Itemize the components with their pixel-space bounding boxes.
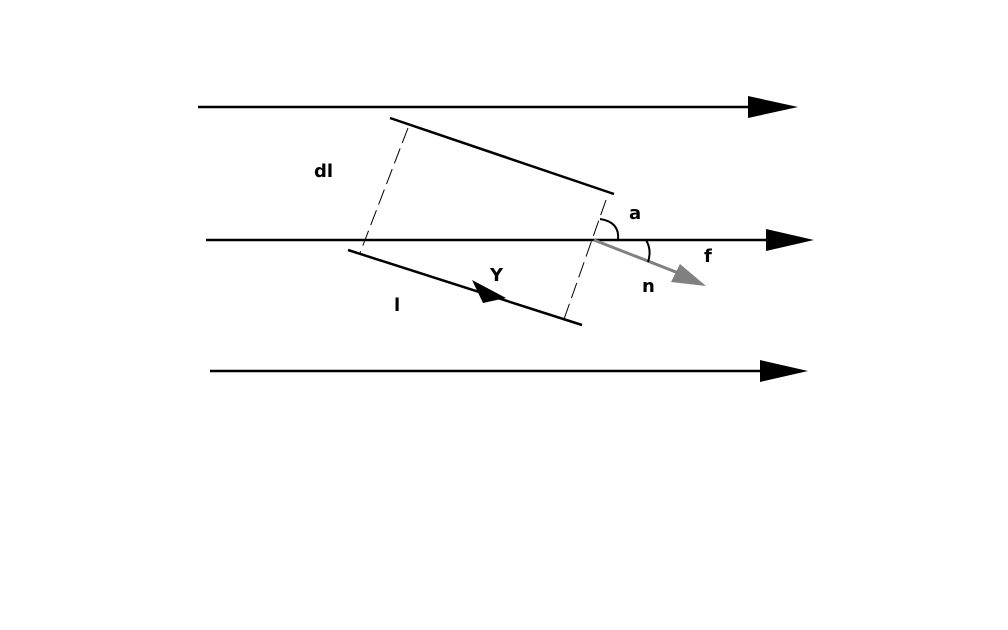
element-lower-edge-arrowhead bbox=[472, 280, 506, 303]
field-line-bottom bbox=[210, 360, 808, 382]
angle-arc-a bbox=[599, 218, 620, 241]
dashed-connector-left bbox=[359, 127, 409, 254]
label-a: a bbox=[629, 203, 641, 224]
label-n: n bbox=[642, 276, 655, 297]
field-line-middle-arrowhead bbox=[766, 229, 814, 251]
label-y: Y bbox=[489, 265, 504, 286]
normal-vector-shaft bbox=[593, 238, 687, 278]
element-lower-edge-vector bbox=[347, 248, 583, 327]
normal-vector-arrowhead bbox=[671, 264, 706, 286]
label-f: f bbox=[704, 246, 712, 267]
field-line-top bbox=[198, 96, 798, 118]
field-line-middle bbox=[206, 229, 814, 251]
element-upper-edge bbox=[389, 116, 615, 196]
field-line-bottom-arrowhead bbox=[760, 360, 808, 382]
normal-vector bbox=[593, 238, 706, 286]
field-line-top-arrowhead bbox=[748, 96, 798, 118]
element-lower-edge bbox=[347, 248, 583, 327]
angle-arc-f bbox=[645, 239, 651, 263]
label-l: l bbox=[394, 295, 400, 316]
label-dl: dl bbox=[314, 161, 333, 182]
